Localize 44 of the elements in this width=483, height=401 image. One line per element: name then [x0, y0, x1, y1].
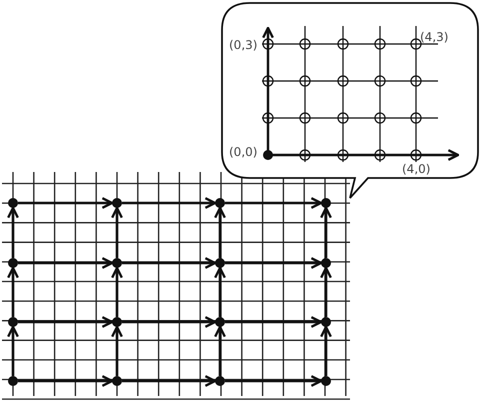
arrow — [7, 206, 19, 258]
arrow — [320, 326, 332, 376]
grid-point — [215, 198, 225, 208]
arrow — [214, 266, 226, 317]
grid-point — [321, 198, 331, 208]
grid-point — [112, 317, 122, 327]
grid-point — [8, 198, 18, 208]
arrow — [225, 197, 322, 209]
arrow — [122, 375, 216, 387]
grid-point — [321, 317, 331, 327]
arrow — [7, 266, 19, 317]
arrow — [111, 326, 123, 376]
grid-point — [112, 258, 122, 268]
grid-point — [8, 376, 18, 386]
arrow — [214, 206, 226, 258]
grid-point — [112, 376, 122, 386]
grid-point — [321, 258, 331, 268]
arrow — [225, 257, 322, 269]
arrow — [320, 266, 332, 317]
arrow — [122, 316, 216, 328]
grid-point — [215, 376, 225, 386]
arrow — [225, 375, 322, 387]
arrow — [320, 206, 332, 258]
coordinate-label: (0,3) — [229, 38, 258, 52]
arrow — [122, 197, 216, 209]
arrow — [122, 257, 216, 269]
grid-point — [112, 198, 122, 208]
grid-point — [321, 376, 331, 386]
arrow — [18, 375, 114, 387]
arrow — [225, 316, 322, 328]
grid-point — [8, 317, 18, 327]
arrow — [7, 326, 19, 376]
coordinate-label: (4,0) — [402, 162, 430, 176]
grid-point — [215, 258, 225, 268]
arrow — [18, 257, 114, 269]
arrow — [18, 316, 114, 328]
arrow — [111, 266, 123, 317]
grid-point — [215, 317, 225, 327]
arrow — [111, 206, 123, 258]
arrow — [18, 197, 114, 209]
grid-point — [8, 258, 18, 268]
arrow — [214, 326, 226, 376]
coordinate-label: (4,3) — [420, 30, 448, 44]
coordinate-label: (0,0) — [229, 145, 258, 159]
